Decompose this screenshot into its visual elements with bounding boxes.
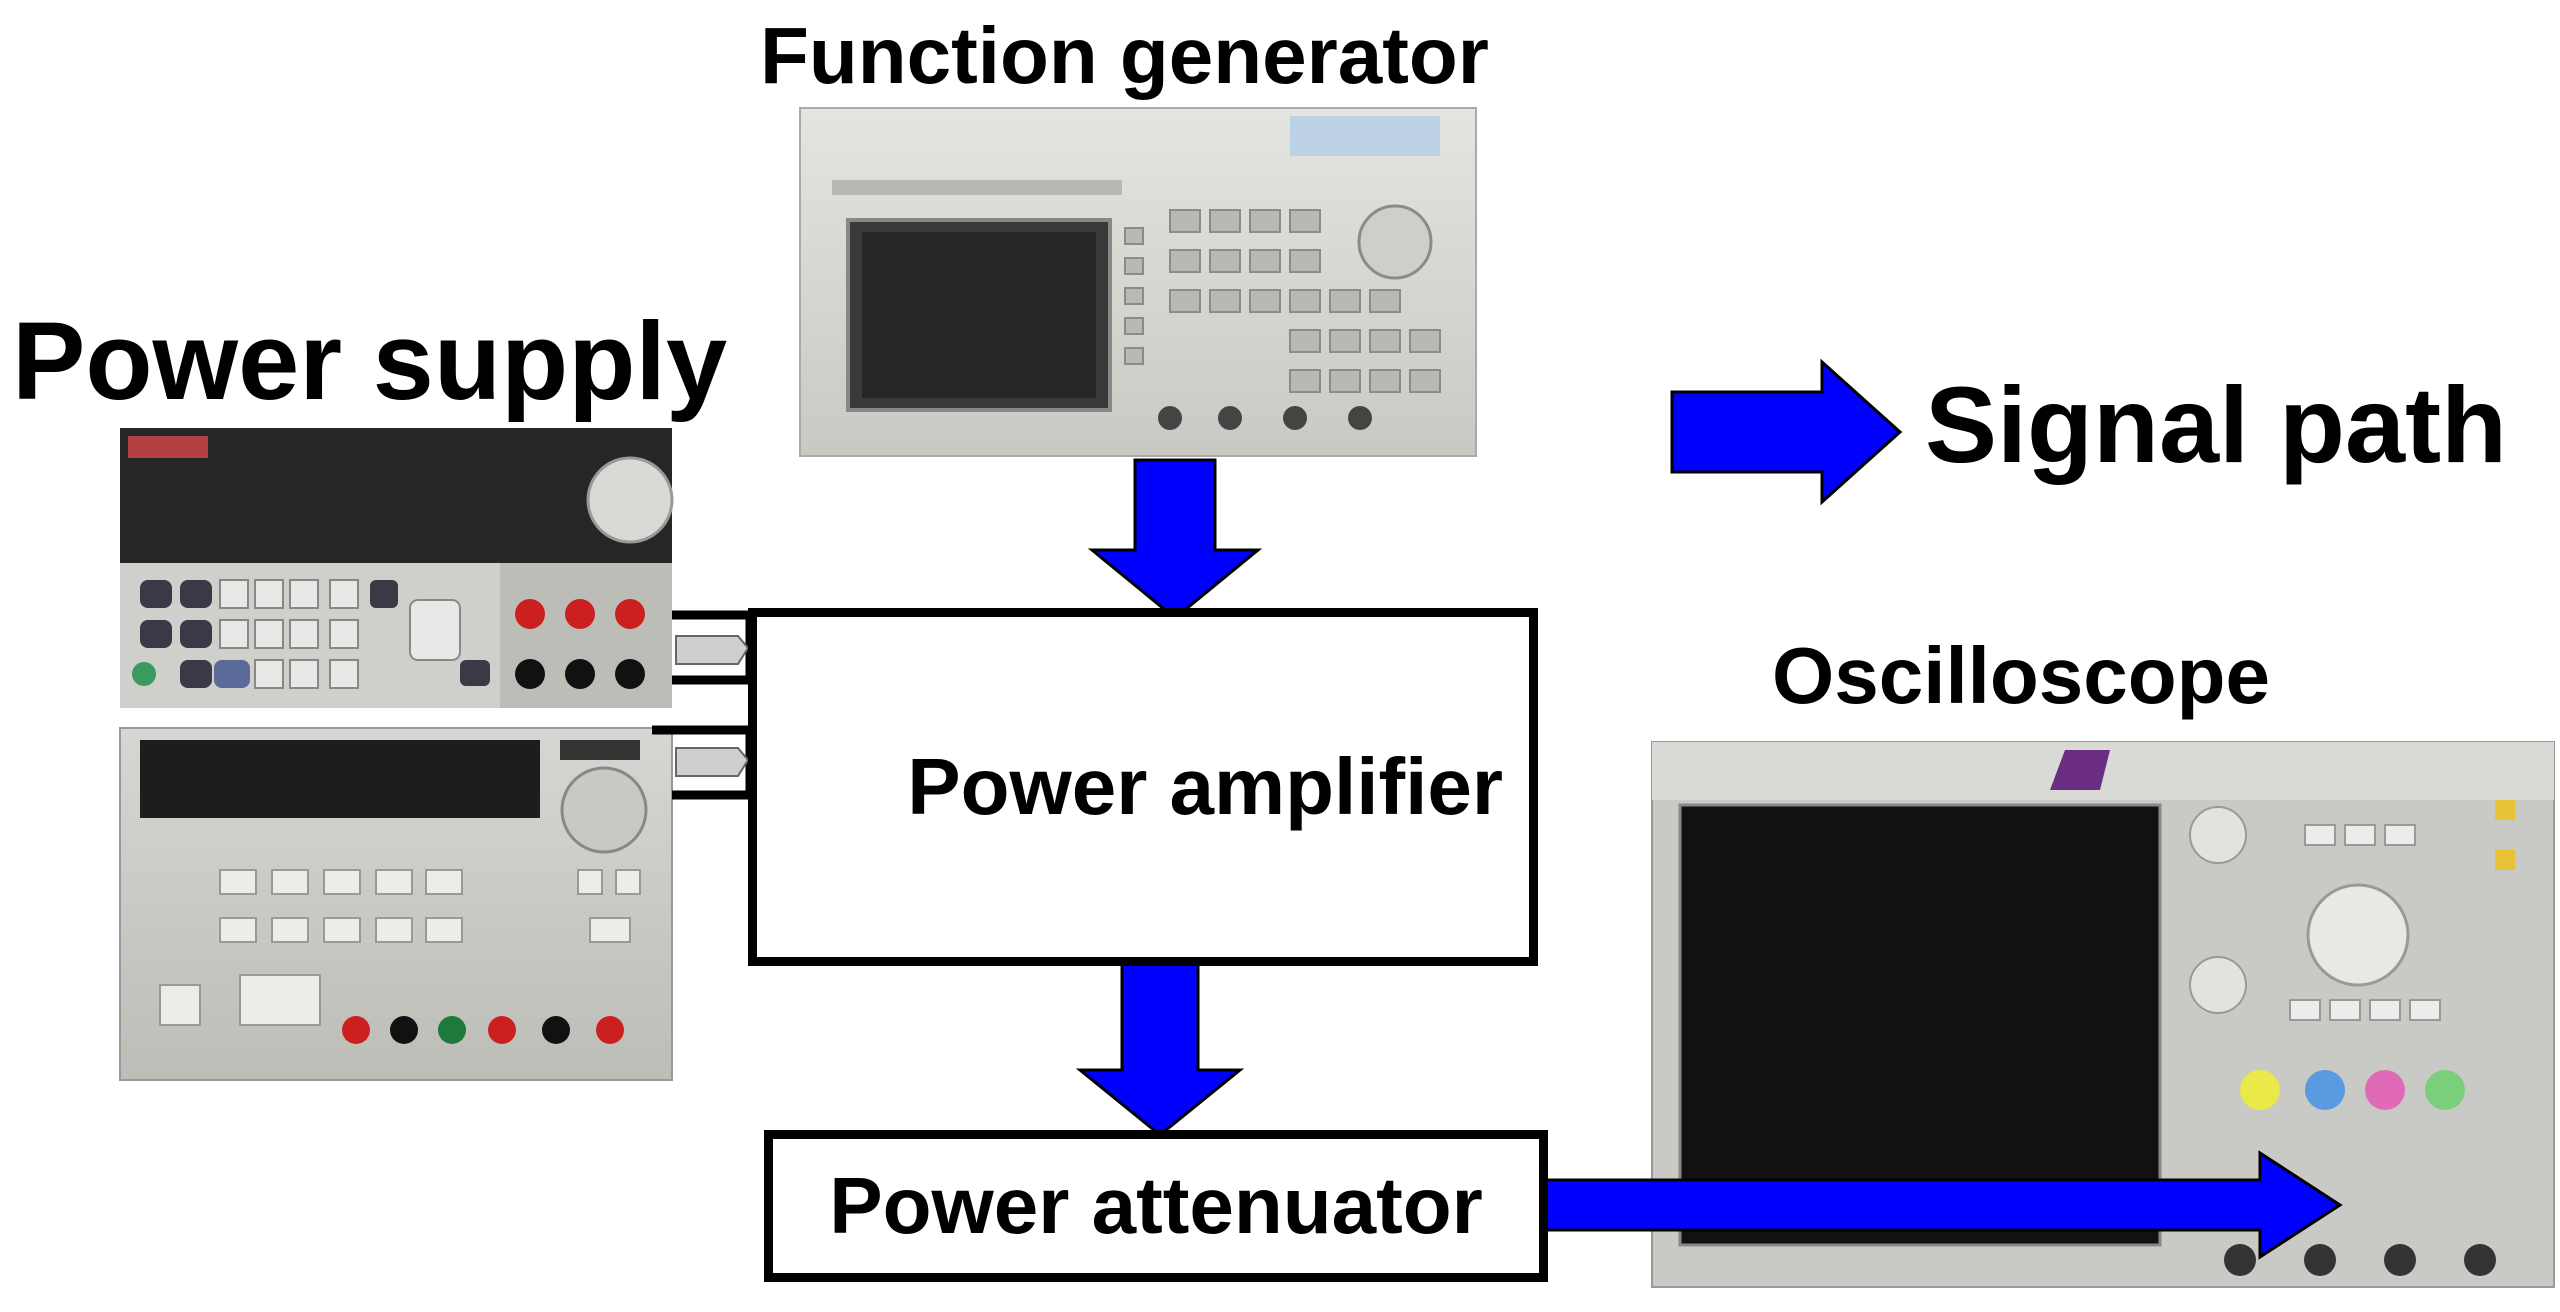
legend-signal-path-arrow xyxy=(1670,358,1903,506)
arrow-att-to-scope xyxy=(1538,1150,2343,1260)
power-amplifier-box: Power amplifier xyxy=(748,608,1538,966)
oscilloscope-label: Oscilloscope xyxy=(1772,631,2270,720)
arrow-amp-to-att xyxy=(1075,956,1245,1137)
signal-arrows xyxy=(1075,358,2343,1260)
power-attenuator-label: Power attenuator xyxy=(829,1161,1483,1250)
arrow-fg-to-amp xyxy=(1087,458,1263,620)
power-supply-label: Power supply xyxy=(12,300,728,423)
power-supply-top-photo xyxy=(120,428,674,708)
power-supply-bottom-photo xyxy=(119,727,673,1081)
signal-path-label: Signal path xyxy=(1925,364,2508,485)
power-amplifier-label: Power amplifier xyxy=(907,742,1503,831)
function-generator-label: Function generator xyxy=(760,11,1489,100)
power-attenuator-box: Power attenuator xyxy=(764,1130,1548,1282)
function-generator-photo xyxy=(799,107,1477,457)
